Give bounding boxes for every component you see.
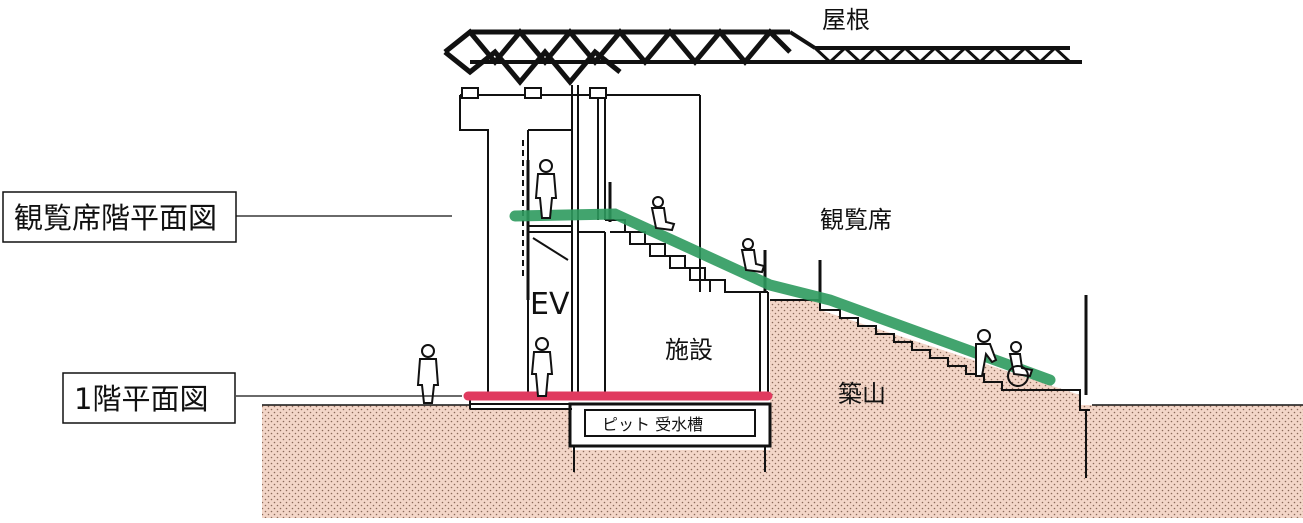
first-floor-plan-text: 1階平面図 xyxy=(74,382,208,416)
ground xyxy=(262,300,1303,518)
foundation-pit xyxy=(568,402,1087,478)
roof-label: 屋根 xyxy=(822,6,870,34)
wheelchair-icon xyxy=(1007,341,1034,387)
pit-label: ピット 受水槽 xyxy=(602,415,703,434)
seating-floor-plan-text: 観覧席階平面図 xyxy=(14,201,217,235)
seating-label: 観覧席 xyxy=(820,206,892,234)
person-icon xyxy=(740,238,766,274)
person-icon xyxy=(534,159,558,219)
mound xyxy=(770,299,1090,411)
person-figures xyxy=(416,159,1034,404)
roof-truss xyxy=(443,28,1082,86)
person-icon xyxy=(416,344,440,404)
mound-label: 築山 xyxy=(838,380,886,408)
seating-level-line xyxy=(509,208,1056,386)
building-frame xyxy=(459,85,1088,410)
first-floor-plan-label: 1階平面図 xyxy=(62,372,236,424)
ev-label: EV xyxy=(530,287,570,322)
leader-lines xyxy=(236,215,462,397)
person-icon xyxy=(975,329,998,377)
seating-floor-plan-label: 観覧席階平面図 xyxy=(2,191,237,243)
person-icon xyxy=(650,196,676,232)
person-icon xyxy=(530,337,554,397)
facility-label: 施設 xyxy=(665,336,713,364)
